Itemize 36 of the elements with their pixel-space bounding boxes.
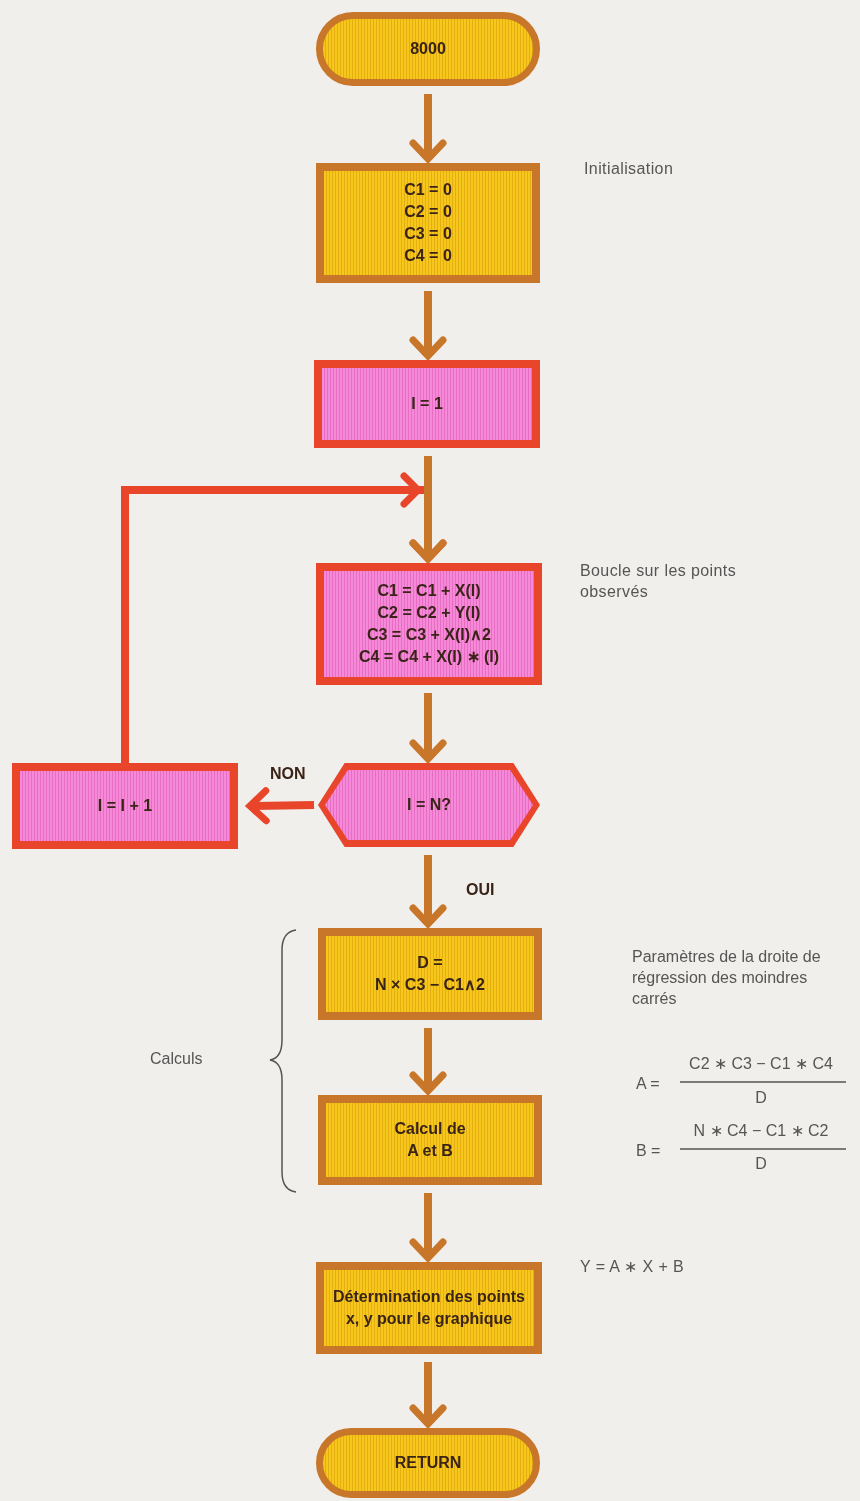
formula-text: D xyxy=(754,1154,768,1174)
annotation-text: Paramètres de la droite de régression des moindres carrés xyxy=(632,947,822,1009)
formula-text: A = xyxy=(636,1074,661,1094)
node-text: Détermination des points x, y pour le graphique xyxy=(332,1287,526,1329)
process-box xyxy=(316,163,540,283)
node-text: I = 1 xyxy=(411,394,443,414)
node-text: Calcul de A et B xyxy=(393,1119,467,1161)
formula-text: N ∗ C4 − C1 ∗ C2 xyxy=(692,1121,830,1141)
node-text: C1 = 0 xyxy=(404,180,452,200)
node-text: RETURN xyxy=(394,1453,462,1473)
process-box xyxy=(318,928,542,1020)
process-box xyxy=(316,1262,542,1354)
node-text: 8000 xyxy=(410,39,446,59)
node-text: N × C3 − C1∧2 xyxy=(375,975,485,995)
formula-text: B = xyxy=(636,1141,662,1161)
formula-text: C2 ∗ C3 − C1 ∗ C4 xyxy=(688,1054,834,1074)
node-text: C3 = C3 + X(I)∧2 xyxy=(366,625,491,645)
group-label: Calculs xyxy=(150,1049,204,1069)
node-text: D = xyxy=(417,953,443,973)
node-text: C2 = 0 xyxy=(404,202,452,222)
annotation-text: Boucle sur les points observés xyxy=(580,561,738,602)
node-text: C1 = C1 + X(I) xyxy=(377,581,481,601)
node-text: C4 = 0 xyxy=(404,246,452,266)
node-text: I = I + 1 xyxy=(97,796,153,816)
node-text: C4 = C4 + X(I) ∗ (I) xyxy=(358,647,500,667)
node-text: C3 = 0 xyxy=(404,224,452,244)
annotation-text: Y = A ∗ X + B xyxy=(580,1257,686,1277)
arrow xyxy=(246,787,315,825)
process-box xyxy=(314,360,540,448)
annotation-text: Initialisation xyxy=(584,159,675,179)
formula-text: D xyxy=(754,1088,768,1108)
node-text: C2 = C2 + Y(I) xyxy=(377,603,481,623)
node-text: I = N? xyxy=(407,795,451,815)
process-box xyxy=(316,563,542,685)
process-box xyxy=(318,1095,542,1185)
process-box xyxy=(12,763,238,849)
